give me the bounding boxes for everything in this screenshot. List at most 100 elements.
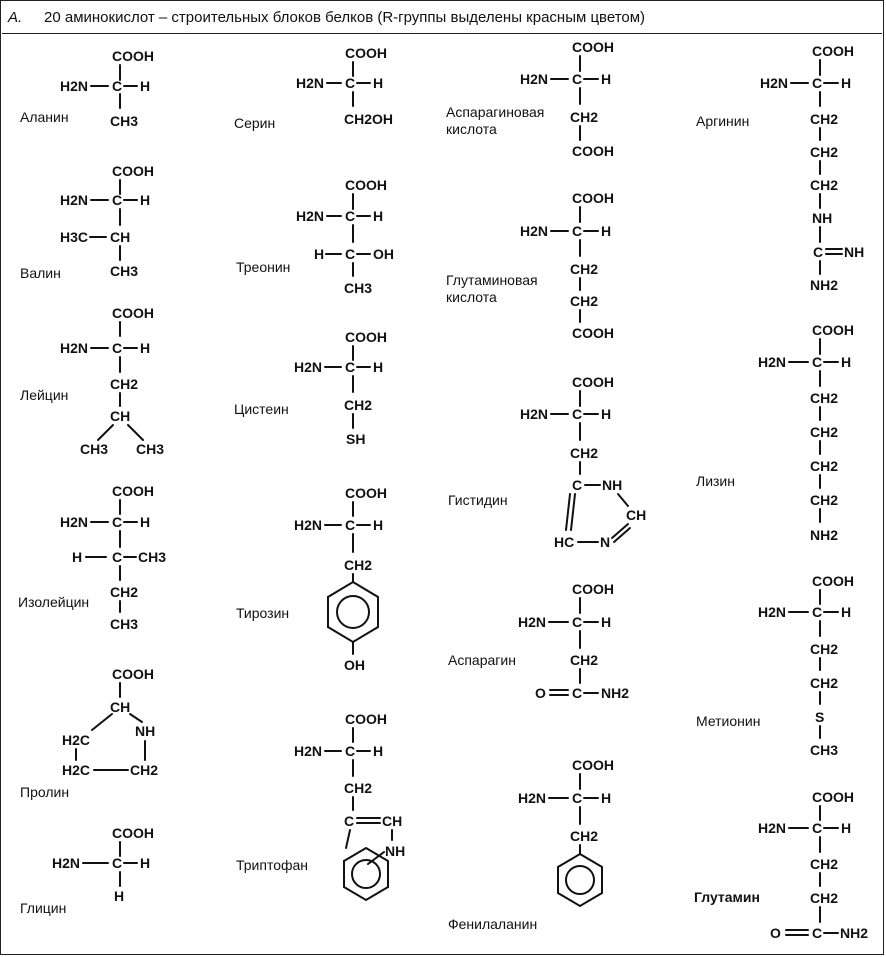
bond [345, 829, 351, 849]
r-group-atom: CH2 [810, 675, 838, 691]
bond [97, 424, 114, 441]
r-group-atom: CH2 [810, 144, 838, 160]
alpha-carbon-label: C [345, 208, 355, 224]
structure-phenylalanine: COOH H2N C H CH2 Фенилаланин [448, 757, 614, 932]
alpha-carbon-label: C [812, 604, 822, 620]
aromatic-circle [336, 595, 370, 629]
r-group-atom: NH [602, 477, 622, 493]
carboxyl-label: COOH [345, 45, 387, 61]
r-group-atom: CH2 [570, 293, 598, 309]
amino-acid-name: Цистеин [234, 401, 289, 417]
structure-alanine: COOH H2N C H CH3 Аланин [20, 48, 154, 129]
benzene-ring [557, 852, 603, 908]
r-group-atom: COOH [572, 143, 614, 159]
r-group-atom: C [813, 244, 823, 260]
r-group-atom: CH2 [570, 828, 598, 844]
r-group-atom: CH2 [570, 261, 598, 277]
structure-tyrosine: COOH H2N C H CH2 OH Тирозин [236, 485, 387, 673]
r-group-atom: NH [844, 244, 864, 260]
bond [91, 713, 113, 731]
hydrogen-label: H [841, 354, 851, 370]
amino-acid-name: Глутаминовая кислота [446, 272, 538, 305]
carboxyl-label: COOH [345, 711, 387, 727]
carboxyl-label: COOH [572, 39, 614, 55]
amino-acid-name: Лизин [696, 473, 735, 489]
r-group-atom: H [72, 549, 82, 565]
page-title: 20 аминокислот – строительных блоков бел… [44, 9, 646, 26]
structure-glycine: COOH H2N C H H Глицин [20, 825, 154, 916]
r-group-atom: C [112, 549, 122, 565]
amine-label: H2N [52, 855, 80, 871]
amino-acid-name: Фенилаланин [448, 916, 537, 932]
hydrogen-label: H [140, 340, 150, 356]
alpha-carbon-label: C [812, 820, 822, 836]
carboxyl-label: COOH [345, 329, 387, 345]
r-group-atom: CH2 [110, 584, 138, 600]
bond [565, 493, 571, 531]
structure-asparagine: COOH H2N C H CH2 O C NH2 Аспарагин [448, 581, 629, 701]
structure-histidine: COOH H2N C H CH2 C NH CH HC N Гистидин [448, 374, 646, 550]
amine-label: H2N [520, 406, 548, 422]
hydrogen-label: H [841, 75, 851, 91]
bond [617, 493, 629, 507]
r-group-atom: CH [110, 229, 130, 245]
r-group-atom: CH3 [110, 263, 138, 279]
r-group-atom: CH2 [570, 652, 598, 668]
r-group-atom: C [344, 813, 354, 829]
carboxyl-label: COOH [812, 43, 854, 59]
r-group-atom: S [815, 709, 824, 725]
carboxyl-label: COOH [572, 757, 614, 773]
amine-label: H2N [758, 604, 786, 620]
r-group-atom: C [812, 925, 822, 941]
amino-acid-name: Аргинин [696, 113, 749, 129]
amino-acid-name: Лейцин [20, 387, 68, 403]
carboxyl-label: COOH [112, 163, 154, 179]
amine-label: H2N [60, 78, 88, 94]
structure-methionine: COOH H2N C H CH2 CH2 S CH3 Метионин [696, 573, 854, 758]
amine-label: H2N [296, 208, 324, 224]
bond [613, 527, 631, 543]
r-group-atom: CH2 [344, 780, 372, 796]
r-group-atom: HC [554, 534, 574, 550]
carboxyl-label: COOH [572, 374, 614, 390]
r-group-atom: NH2 [840, 925, 868, 941]
carboxyl-label: COOH [345, 177, 387, 193]
amine-label: H2N [296, 75, 324, 91]
r-group-atom: NH2 [810, 527, 838, 543]
amino-acid-name: Серин [234, 115, 275, 131]
r-group-atom: NH [385, 843, 405, 859]
r-group-atom: CH2 [810, 492, 838, 508]
r-group-atom: H2C [62, 732, 90, 748]
bond [367, 851, 385, 865]
hydrogen-label: H [373, 517, 383, 533]
r-group-atom: CH2 [130, 762, 158, 778]
hydrogen-label: H [601, 223, 611, 239]
hydrogen-label: H [373, 75, 383, 91]
carboxyl-label: COOH [112, 666, 154, 682]
alpha-carbon-label: C [572, 71, 582, 87]
r-group-atom: CH2 [810, 856, 838, 872]
carboxyl-label: COOH [812, 322, 854, 338]
aromatic-circle [565, 865, 595, 895]
alpha-carbon-label: C [112, 192, 122, 208]
r-group-atom: CH2 [344, 397, 372, 413]
amino-acid-name-box: Глутаминовая кислота [446, 272, 538, 305]
amine-label: H2N [60, 514, 88, 530]
alpha-carbon-label: C [345, 75, 355, 91]
r-group-atom: CH3 [344, 280, 372, 296]
carboxyl-label: COOH [572, 190, 614, 206]
r-group-atom: C [572, 477, 582, 493]
hydrogen-label: H [373, 743, 383, 759]
r-group-atom: COOH [572, 325, 614, 341]
structure-serine: COOH H2N C H CH2OH Серин [234, 45, 393, 131]
r-group-atom: NH [812, 210, 832, 226]
r-group-atom: SH [346, 431, 365, 447]
aromatic-circle [351, 859, 381, 889]
alpha-carbon-label: C [812, 75, 822, 91]
r-group-atom: CH3 [136, 441, 164, 457]
amino-acid-name: Аланин [20, 109, 69, 125]
r-group-atom: CH [382, 813, 402, 829]
r-group-atom: CH3 [110, 616, 138, 632]
